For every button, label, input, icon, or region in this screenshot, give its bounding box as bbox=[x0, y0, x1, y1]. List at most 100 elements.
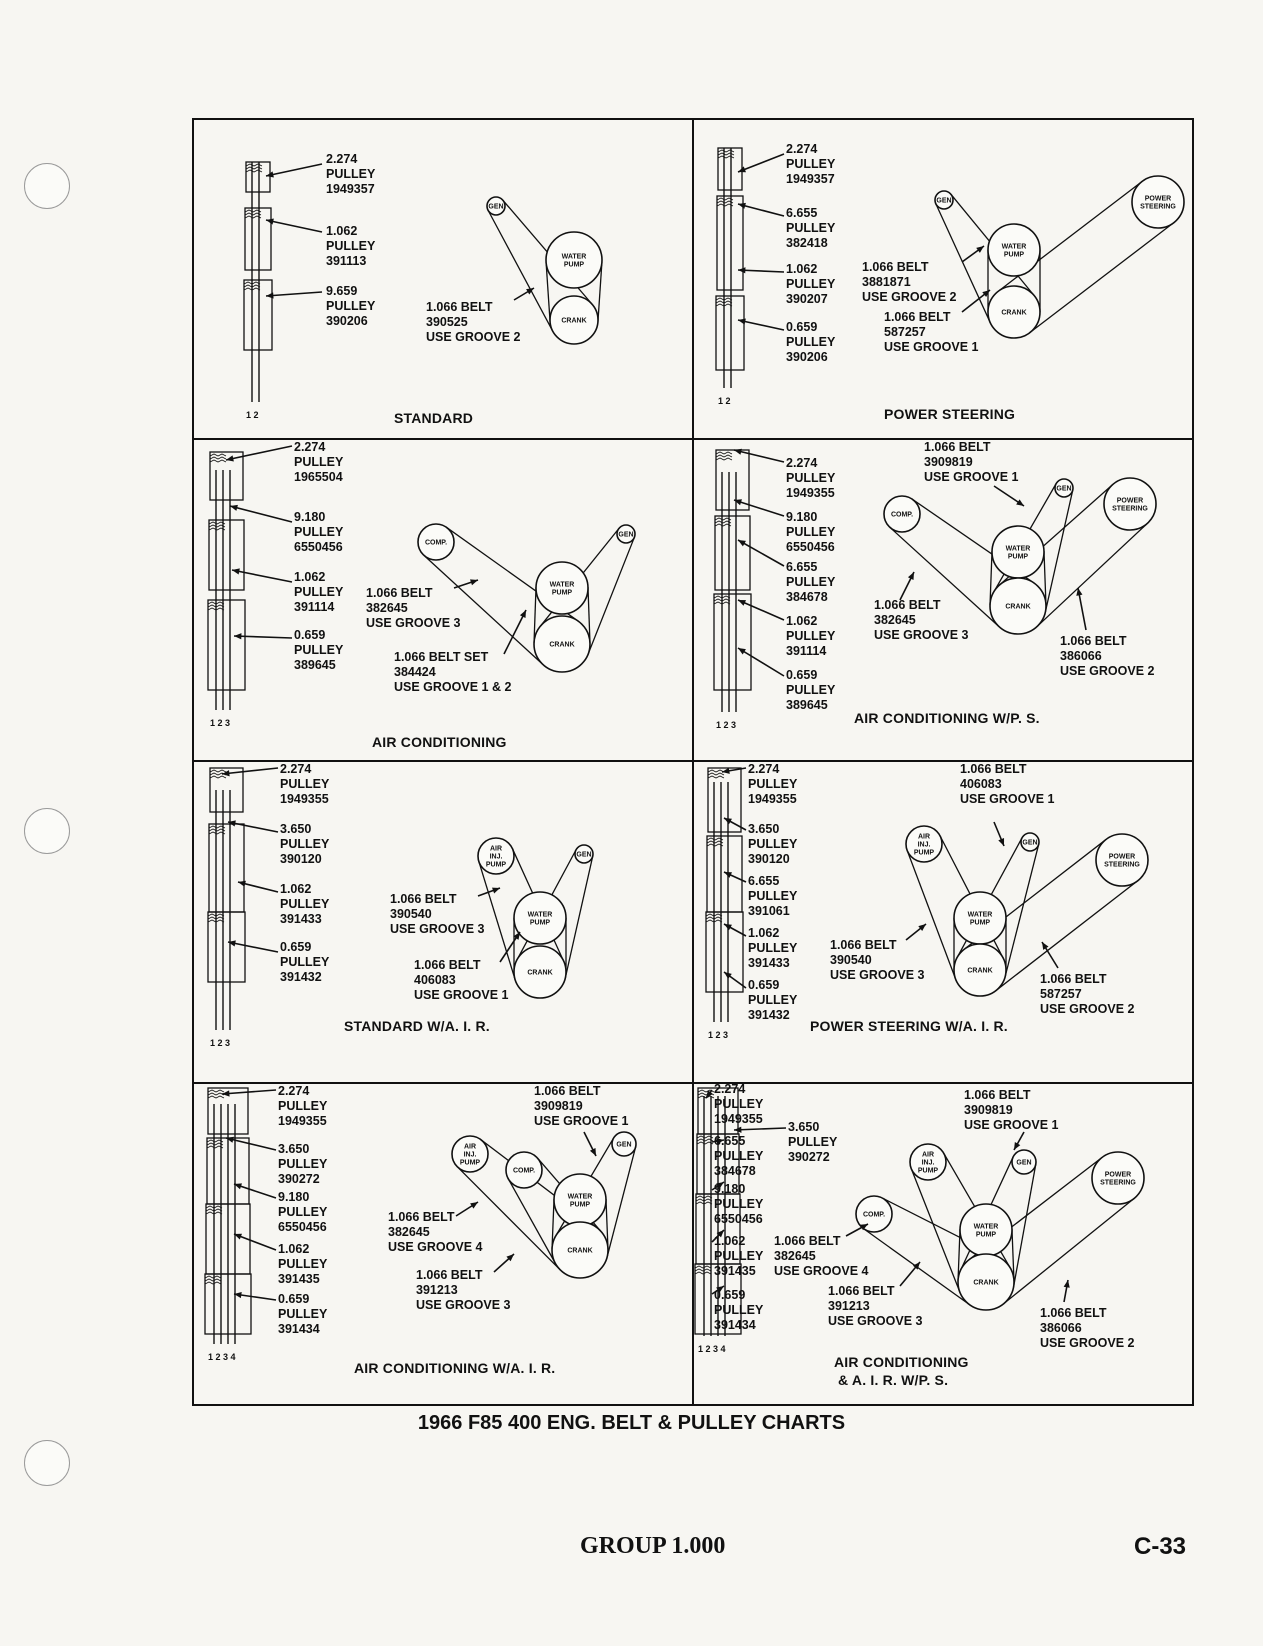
belt-line bbox=[1004, 844, 1040, 977]
component-label: PUMP bbox=[552, 590, 573, 597]
pulley-diameter: 2.274 bbox=[786, 142, 818, 156]
part-number: 1949357 bbox=[786, 172, 835, 186]
pulley-groove-mark bbox=[243, 281, 261, 285]
part-number: 382645 bbox=[774, 1249, 816, 1263]
component-label: PUMP bbox=[460, 1160, 481, 1167]
arrowhead-icon bbox=[234, 1183, 242, 1190]
component-circle bbox=[533, 615, 591, 673]
belt-size: 1.066 BELT bbox=[964, 1088, 1031, 1102]
belt-size: 1.066 BELT bbox=[366, 586, 433, 600]
leader-arrow bbox=[227, 821, 279, 833]
pulley-groove-mark bbox=[207, 1092, 225, 1096]
pulley-diameter: 3.650 bbox=[278, 1142, 310, 1156]
component-circle bbox=[1103, 477, 1157, 531]
component-label: STEERING bbox=[1112, 506, 1148, 513]
component-label: INJ. bbox=[918, 842, 931, 849]
component-label: GEN bbox=[488, 204, 503, 211]
pulley-section bbox=[244, 207, 272, 271]
pulley-section bbox=[208, 519, 245, 591]
panel-title-line-2: & A. I. R. W/P. S. bbox=[838, 1372, 949, 1388]
pulley-groove-mark bbox=[208, 831, 226, 835]
pulley-groove-mark bbox=[207, 607, 225, 611]
leader-arrow bbox=[733, 1127, 787, 1131]
belt-line bbox=[1012, 1164, 1037, 1288]
pulley-groove-mark bbox=[206, 1139, 224, 1143]
component-circle bbox=[855, 1195, 893, 1233]
groove-instruction: USE GROOVE 3 bbox=[830, 968, 925, 982]
part-number: 386066 bbox=[1040, 1321, 1082, 1335]
component-label: CRANK bbox=[527, 970, 552, 977]
pulley-groove-mark bbox=[209, 459, 227, 463]
component-label: INJ. bbox=[490, 854, 503, 861]
pulley-groove-mark bbox=[208, 524, 226, 528]
pulley-groove-mark bbox=[717, 155, 735, 159]
component-label: INJ. bbox=[464, 1152, 477, 1159]
panel-title: STANDARD W/A. I. R. bbox=[344, 1018, 490, 1034]
pulley-groove-mark bbox=[204, 1275, 222, 1279]
part-number: 390272 bbox=[788, 1150, 830, 1164]
leader-arrow bbox=[221, 1089, 277, 1095]
pulley-groove-mark bbox=[694, 1271, 712, 1275]
component-circle bbox=[909, 1143, 947, 1181]
pulley-word: PULLEY bbox=[786, 157, 836, 171]
component-circle bbox=[616, 524, 636, 544]
pulley-diameter: 2.274 bbox=[326, 152, 358, 166]
component-label: CRANK bbox=[567, 1248, 592, 1255]
component-comp: COMP. bbox=[883, 495, 921, 533]
pulley-word: PULLEY bbox=[786, 471, 836, 485]
pulley-groove-mark bbox=[715, 457, 733, 461]
component-label: PUMP bbox=[976, 1232, 997, 1239]
component-label: AIR bbox=[490, 846, 502, 853]
belt-size: 1.066 BELT SET bbox=[394, 650, 489, 664]
belt-size: 1.066 BELT bbox=[960, 762, 1027, 776]
part-number: 406083 bbox=[414, 973, 456, 987]
component-circle bbox=[611, 1131, 637, 1157]
pulley-groove-mark bbox=[209, 453, 227, 457]
arrowhead-icon bbox=[589, 1148, 596, 1156]
pulley-diameter: 2.274 bbox=[748, 762, 780, 776]
part-number: 391114 bbox=[294, 600, 335, 614]
part-number: 1949357 bbox=[326, 182, 375, 196]
pulley-section bbox=[715, 449, 750, 511]
pulley-section bbox=[715, 295, 745, 371]
pulley-groove-mark bbox=[207, 604, 225, 608]
pulley-section bbox=[204, 1273, 252, 1335]
pulley-groove-mark bbox=[705, 913, 723, 917]
pulley-word: PULLEY bbox=[280, 955, 330, 969]
arrowhead-icon bbox=[470, 579, 478, 586]
component-crank: CRANK bbox=[513, 945, 567, 999]
component-crank: CRANK bbox=[549, 295, 599, 345]
pulley-diameter: 0.659 bbox=[278, 1292, 310, 1306]
component-label: WATER bbox=[568, 1194, 593, 1201]
component-comp: COMP. bbox=[505, 1151, 543, 1189]
pulley-stack: 1 2 bbox=[243, 161, 273, 420]
arrowhead-icon bbox=[232, 568, 240, 575]
component-circle bbox=[1131, 175, 1185, 229]
part-number: 1965504 bbox=[294, 470, 343, 484]
pulley-groove-mark bbox=[696, 1141, 714, 1145]
pulley-groove-mark bbox=[244, 215, 262, 219]
pulley-section bbox=[243, 279, 273, 351]
part-number: 391434 bbox=[714, 1318, 756, 1332]
component-label: CRANK bbox=[549, 642, 574, 649]
pulley-diameter: 9.180 bbox=[714, 1182, 746, 1196]
pulley-groove-mark bbox=[713, 598, 731, 602]
component-label: CRANK bbox=[973, 1280, 998, 1287]
